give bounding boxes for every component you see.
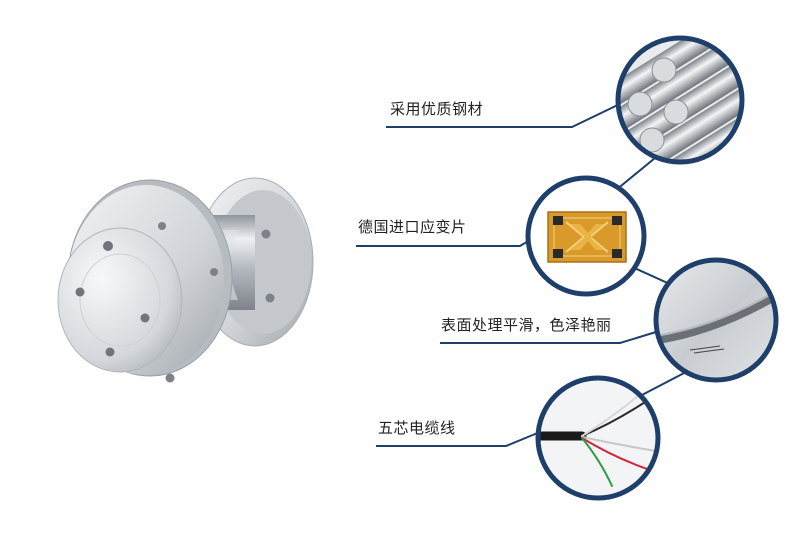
callout-line-cable: [376, 431, 541, 447]
connector-3-4: [639, 371, 687, 397]
callout-line-strain: [356, 239, 531, 247]
polished-surface-photo: [653, 257, 779, 383]
callout-line-surface: [440, 331, 657, 344]
five-core-cable-photo: [535, 375, 661, 501]
connector-1-2: [615, 157, 656, 191]
feature-label-cable: 五芯电缆线: [378, 419, 456, 437]
feature-label-steel: 采用优质钢材: [390, 100, 484, 118]
load-cell-sensor-photo: [57, 177, 314, 383]
callout-line-steel: [386, 101, 625, 128]
connector-2-3: [629, 265, 673, 286]
feature-label-strain-gauge: 德国进口应变片: [358, 218, 467, 236]
strain-gauge-photo: [525, 175, 647, 297]
steel-rods-photo: [615, 35, 745, 165]
feature-label-surface: 表面处理平滑，色泽艳丽: [441, 316, 612, 334]
